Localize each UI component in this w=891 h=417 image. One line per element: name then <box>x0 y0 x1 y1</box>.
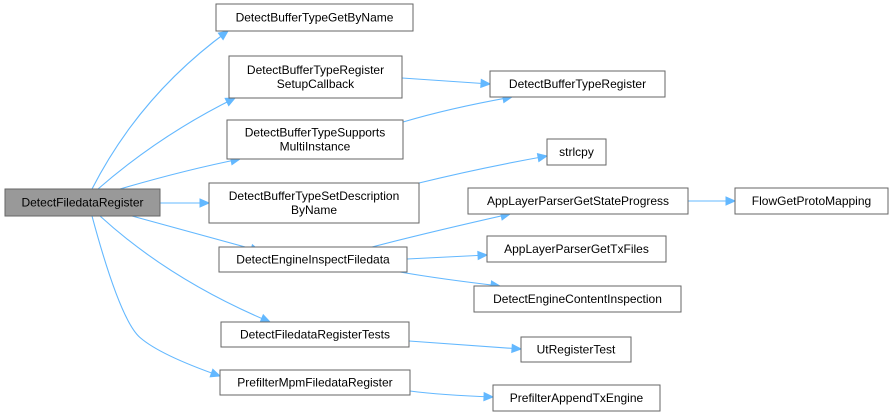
arrowhead-icon <box>480 78 492 89</box>
node-label: strlcpy <box>559 145 594 159</box>
node-box <box>473 285 682 313</box>
node-label: PrefilterMpmFiledataRegister <box>237 376 392 390</box>
node-gtf[interactable]: AppLayerParserGetTxFiles <box>486 235 667 263</box>
node-label: DetectEngineInspectFiledata <box>236 253 390 267</box>
node-label: MultiInstance <box>280 140 351 154</box>
edge-sup-to-reg <box>402 93 514 123</box>
node-fgm[interactable]: FlowGetProtoMapping <box>734 187 889 215</box>
edge-eif-to-gtf <box>406 250 489 261</box>
arrowhead-icon <box>199 198 211 208</box>
node-box <box>467 187 689 215</box>
arrowhead-icon <box>725 196 737 206</box>
node-label: DetectBufferTypeRegister <box>509 77 646 91</box>
node-label: AppLayerParserGetStateProgress <box>487 194 669 208</box>
node-gsp[interactable]: AppLayerParserGetStateProgress <box>467 187 689 215</box>
edge-line <box>401 77 491 85</box>
node-str[interactable]: strlcpy <box>546 138 607 166</box>
edge-line <box>119 158 241 190</box>
node-box <box>734 187 889 215</box>
node-label: FlowGetProtoMapping <box>752 194 871 208</box>
arrowhead-icon <box>483 391 495 402</box>
edge-line <box>91 215 221 377</box>
arrowhead-icon <box>217 30 229 41</box>
node-label: DetectBufferTypeGetByName <box>236 11 394 25</box>
node-box <box>546 138 607 166</box>
edge-line <box>406 254 488 260</box>
node-urt[interactable]: UtRegisterTest <box>520 336 632 363</box>
node-box <box>220 321 410 348</box>
edge-pmr-to-pat <box>409 390 495 402</box>
node-label: AppLayerParserGetTxFiles <box>504 242 649 256</box>
arrowhead-icon <box>224 97 237 107</box>
edge-root-to-sdn <box>160 198 211 208</box>
edge-line <box>99 215 271 323</box>
edge-rsc-to-reg <box>401 77 492 89</box>
arrowhead-icon <box>209 368 222 378</box>
node-label: PrefilterAppendTxEngine <box>510 391 644 405</box>
node-box <box>486 235 667 263</box>
node-label: DetectFiledataRegisterTests <box>240 328 390 342</box>
arrowhead-icon <box>477 250 489 261</box>
arrowhead-icon <box>536 152 549 163</box>
node-reg[interactable]: DetectBufferTypeRegister <box>489 70 666 98</box>
node-eci[interactable]: DetectEngineContentInspection <box>473 285 682 313</box>
edge-root-to-gbn <box>91 30 229 190</box>
node-box <box>492 384 661 412</box>
node-label: ByName <box>291 203 337 217</box>
node-label: DetectBufferTypeRegister <box>247 63 384 77</box>
node-box <box>208 182 420 224</box>
node-box <box>218 246 408 273</box>
edge-line <box>399 271 501 287</box>
node-label: DetectEngineContentInspection <box>493 292 662 306</box>
edge-line <box>371 213 511 248</box>
node-frt[interactable]: DetectFiledataRegisterTests <box>220 321 410 348</box>
node-box <box>226 119 404 160</box>
edge-line <box>97 97 236 190</box>
node-pat[interactable]: PrefilterAppendTxEngine <box>492 384 661 412</box>
node-gbn[interactable]: DetectBufferTypeGetByName <box>215 3 414 32</box>
edge-line <box>408 340 522 350</box>
edge-line <box>402 96 513 123</box>
call-graph-nodes: DetectFiledataRegister DetectBufferTypeGe… <box>4 3 889 412</box>
edge-sdn-to-str <box>418 152 549 184</box>
node-root[interactable]: DetectFiledataRegister <box>4 188 161 217</box>
node-label: DetectBufferTypeSupports <box>245 126 386 140</box>
arrowhead-icon <box>259 313 272 323</box>
node-label: DetectFiledataRegister <box>21 196 143 210</box>
node-label: DetectBufferTypeSetDescription <box>229 189 400 203</box>
node-label: UtRegisterTest <box>537 343 616 357</box>
edge-line <box>418 155 548 184</box>
node-box <box>489 70 666 98</box>
node-box <box>215 3 414 32</box>
node-pmr[interactable]: PrefilterMpmFiledataRegister <box>219 369 411 396</box>
node-label: SetupCallback <box>277 77 355 91</box>
edge-line <box>91 30 229 190</box>
edge-line <box>409 390 494 398</box>
edge-frt-to-urt <box>408 340 523 354</box>
edge-gsp-to-fgm <box>688 196 737 206</box>
node-box <box>228 55 403 99</box>
node-box <box>4 188 161 217</box>
arrowhead-icon <box>511 343 523 354</box>
edge-root-to-pmr <box>91 215 222 378</box>
node-box <box>520 336 632 363</box>
node-box <box>219 369 411 396</box>
node-eif[interactable]: DetectEngineInspectFiledata <box>218 246 408 273</box>
